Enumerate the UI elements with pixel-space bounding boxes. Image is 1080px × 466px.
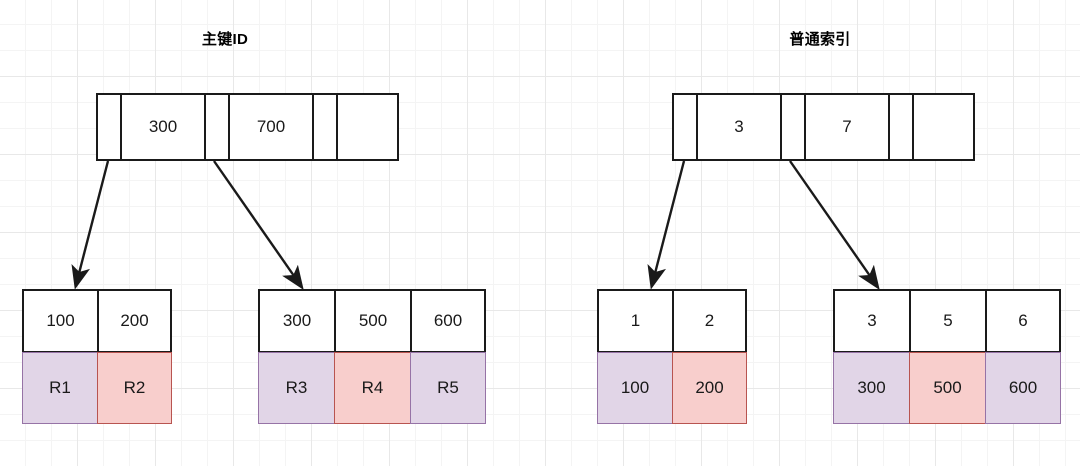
left-tree-title: 主键ID	[201, 31, 249, 48]
right-tree-title: 普通索引	[789, 31, 851, 48]
right-leaf-1-key-0: 1	[597, 289, 672, 353]
left-leaf-2-key-row: 300 500 600	[258, 289, 486, 353]
right-leaf-2-key-2: 6	[985, 289, 1061, 353]
right-leaf-2-key-row: 3 5 6	[833, 289, 1061, 353]
left-leaf-1-data-row: R1 R2	[22, 352, 172, 424]
left-root-node: 300 700	[96, 93, 399, 161]
arrow-left-root-to-leaf2	[213, 160, 304, 290]
left-leaf-1-data-0: R1	[22, 352, 97, 424]
arrow-left-root-to-leaf1	[71, 160, 110, 290]
left-leaf-2-data-0: R3	[258, 352, 334, 424]
right-leaf-2-data-0: 300	[833, 352, 909, 424]
left-root-pointer-2	[314, 95, 338, 159]
right-leaf-2-data-1: 500	[909, 352, 985, 424]
left-leaf-2-key-1: 500	[334, 289, 410, 353]
right-leaf-1-data-0: 100	[597, 352, 672, 424]
right-leaf-1-data-1: 200	[672, 352, 747, 424]
right-leaf-2-key-0: 3	[833, 289, 909, 353]
arrow-right-root-to-leaf1	[647, 160, 686, 290]
right-root-key-1: 7	[806, 95, 890, 159]
right-leaf-1-data-row: 100 200	[597, 352, 747, 424]
left-leaf-2-data-row: R3 R4 R5	[258, 352, 486, 424]
left-leaf-2-key-0: 300	[258, 289, 334, 353]
left-root-pointer-1	[206, 95, 230, 159]
left-root-key-0: 300	[122, 95, 206, 159]
right-leaf-node-2: 3 5 6 300 500 600	[833, 289, 1061, 424]
right-leaf-node-1: 1 2 100 200	[597, 289, 747, 424]
right-root-pointer-0	[674, 95, 698, 159]
right-leaf-1-key-1: 2	[672, 289, 747, 353]
left-leaf-1-key-row: 100 200	[22, 289, 172, 353]
right-root-node: 3 7	[672, 93, 975, 161]
right-root-pointer-2	[890, 95, 914, 159]
left-leaf-node-2: 300 500 600 R3 R4 R5	[258, 289, 486, 424]
left-leaf-1-key-0: 100	[22, 289, 97, 353]
left-leaf-1-data-1: R2	[97, 352, 172, 424]
left-leaf-2-data-1: R4	[334, 352, 410, 424]
left-leaf-2-data-2: R5	[410, 352, 486, 424]
left-leaf-2-key-2: 600	[410, 289, 486, 353]
right-leaf-1-key-row: 1 2	[597, 289, 747, 353]
arrow-right-root-to-leaf2	[789, 160, 880, 290]
right-leaf-2-data-2: 600	[985, 352, 1061, 424]
left-leaf-node-1: 100 200 R1 R2	[22, 289, 172, 424]
right-root-pointer-1	[782, 95, 806, 159]
left-root-pointer-0	[98, 95, 122, 159]
right-root-key-0: 3	[698, 95, 782, 159]
left-leaf-1-key-1: 200	[97, 289, 172, 353]
right-leaf-2-data-row: 300 500 600	[833, 352, 1061, 424]
right-leaf-2-key-1: 5	[909, 289, 985, 353]
left-root-key-1: 700	[230, 95, 314, 159]
right-root-empty	[914, 95, 973, 159]
left-root-empty	[338, 95, 397, 159]
